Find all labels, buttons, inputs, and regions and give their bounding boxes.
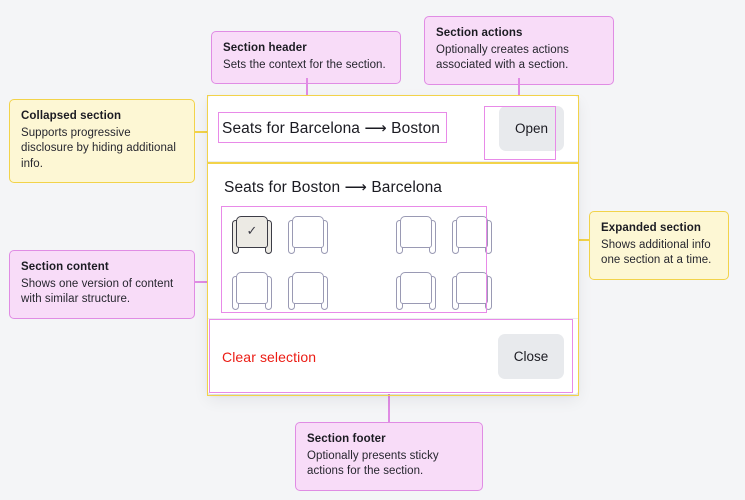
callout-title: Section content — [21, 261, 109, 273]
callout-body: Optionally presents sticky actions for t… — [307, 449, 439, 478]
connector-expanded — [578, 239, 589, 241]
seat-icon — [236, 272, 268, 304]
seat-2d[interactable] — [452, 272, 492, 310]
seat-grid: ✓ — [224, 211, 492, 321]
expanded-section-title: Seats for Boston ⟶ Barcelona — [224, 179, 443, 196]
callout-title: Collapsed section — [21, 110, 122, 122]
callout-expanded-section: Expanded section Shows additional info o… — [589, 211, 729, 280]
callout-body: Shows one version of content with simila… — [21, 277, 174, 306]
callout-section-header: Section header Sets the context for the … — [211, 31, 401, 85]
callout-title: Expanded section — [601, 222, 702, 234]
callout-collapsed-section: Collapsed section Supports progressive d… — [9, 99, 195, 184]
callout-title: Section header — [223, 42, 307, 54]
connector-section-actions — [518, 78, 520, 108]
section-footer: Clear selection Close — [208, 318, 578, 394]
seat-2b[interactable] — [288, 272, 328, 310]
seat-2a[interactable] — [232, 272, 272, 310]
open-button[interactable]: Open — [499, 106, 564, 151]
seat-1b[interactable] — [288, 216, 328, 254]
collapsed-section[interactable]: Seats for Barcelona ⟶ Boston Open — [208, 96, 578, 162]
connector-collapsed — [195, 131, 208, 133]
callout-section-actions: Section actions Optionally creates actio… — [424, 16, 614, 85]
seat-icon — [400, 272, 432, 304]
callout-title: Section actions — [436, 27, 523, 39]
callout-body: Shows additional info one section at a t… — [601, 238, 712, 267]
close-button[interactable]: Close — [498, 334, 564, 379]
sections-card: Seats for Barcelona ⟶ Boston Open Seats … — [208, 96, 578, 394]
aisle-gap — [344, 216, 386, 260]
seat-icon — [236, 216, 268, 248]
seat-1d[interactable] — [452, 216, 492, 254]
callout-section-footer: Section footer Optionally presents stick… — [295, 422, 483, 491]
check-icon: ✓ — [246, 223, 258, 238]
collapsed-section-header: Seats for Barcelona ⟶ Boston — [222, 119, 499, 138]
seat-icon — [292, 216, 324, 248]
callout-body: Sets the context for the section. — [223, 58, 386, 71]
callout-body: Optionally creates actions associated wi… — [436, 43, 569, 72]
callout-title: Section footer — [307, 433, 386, 445]
seat-icon — [400, 216, 432, 248]
seat-1a[interactable]: ✓ — [232, 216, 272, 254]
seat-1c[interactable] — [396, 216, 436, 254]
callout-section-content: Section content Shows one version of con… — [9, 250, 195, 319]
callout-body: Supports progressive disclosure by hidin… — [21, 126, 176, 170]
connector-section-footer — [388, 392, 390, 422]
expanded-section: Seats for Boston ⟶ Barcelona ✓ — [208, 162, 578, 321]
clear-selection-button[interactable]: Clear selection — [222, 349, 498, 365]
seat-icon — [456, 216, 488, 248]
seat-icon — [292, 272, 324, 304]
aisle-gap — [344, 272, 386, 316]
seat-icon — [456, 272, 488, 304]
collapsed-section-title: Seats for Barcelona ⟶ Boston — [222, 120, 441, 137]
seat-2c[interactable] — [396, 272, 436, 310]
